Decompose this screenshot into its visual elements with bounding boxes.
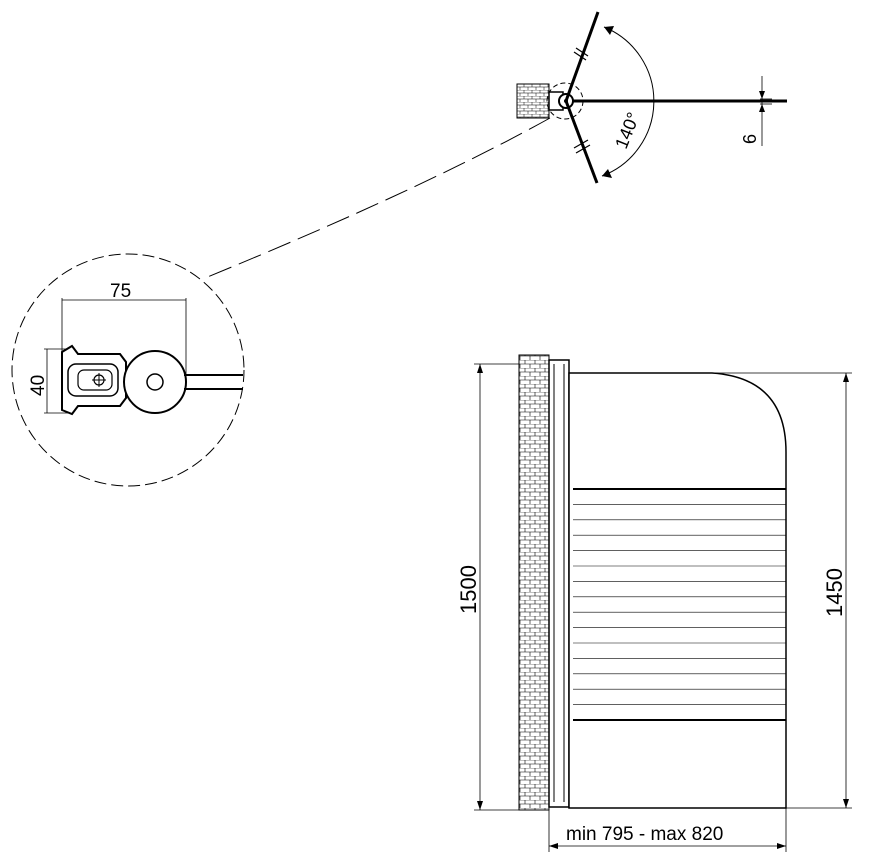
elevation-wall bbox=[518, 354, 550, 811]
width-arrow-right bbox=[777, 843, 786, 849]
swing-angle-arc bbox=[601, 26, 655, 177]
height-1500-arrow-top bbox=[477, 364, 483, 373]
plan-wall bbox=[516, 83, 550, 119]
elevation-view: 1500 1450 min 795 - max 820 bbox=[456, 354, 852, 852]
thickness-arrow-top bbox=[759, 91, 765, 99]
detail-hinge-roller-pin bbox=[146, 373, 164, 391]
panel-upper-break-mark bbox=[573, 51, 587, 61]
panel-height-label: 1450 bbox=[822, 568, 847, 617]
height-1500-arrow-bottom bbox=[477, 801, 483, 810]
panel-lower-break-mark bbox=[575, 144, 591, 154]
swing-arc-arrow-top bbox=[604, 26, 614, 35]
elevation-wall-profile bbox=[548, 359, 570, 808]
swing-arc-arrow-bottom bbox=[602, 169, 612, 178]
panel-upper-break-mark bbox=[575, 47, 589, 57]
detail-width-label: 75 bbox=[110, 281, 131, 302]
detail-circle bbox=[11, 253, 245, 487]
width-arrow-left bbox=[549, 843, 558, 849]
panel-lower-position bbox=[564, 100, 599, 184]
detail-depth-label: 40 bbox=[28, 375, 49, 396]
overall-height-label: 1500 bbox=[456, 565, 481, 614]
panel-lower-break-mark bbox=[573, 139, 589, 149]
elevation-frosted-band bbox=[573, 488, 786, 721]
thickness-arrow-bottom bbox=[759, 104, 765, 112]
height-1450-arrow-top bbox=[843, 373, 849, 382]
detail-glass-panel bbox=[184, 374, 243, 390]
panel-upper-position bbox=[564, 11, 600, 102]
hinge-detail-view: 75 40 bbox=[11, 253, 245, 487]
height-1450-arrow-bottom bbox=[843, 799, 849, 808]
rotation-angle-label: 140° bbox=[611, 109, 643, 151]
detail-leader-line bbox=[204, 117, 551, 279]
width-range-label: min 795 - max 820 bbox=[566, 824, 723, 845]
panel-thickness-label: 6 bbox=[740, 134, 760, 144]
elevation-glass-panel bbox=[568, 372, 787, 809]
plan-view: 140° 6 bbox=[516, 11, 787, 184]
